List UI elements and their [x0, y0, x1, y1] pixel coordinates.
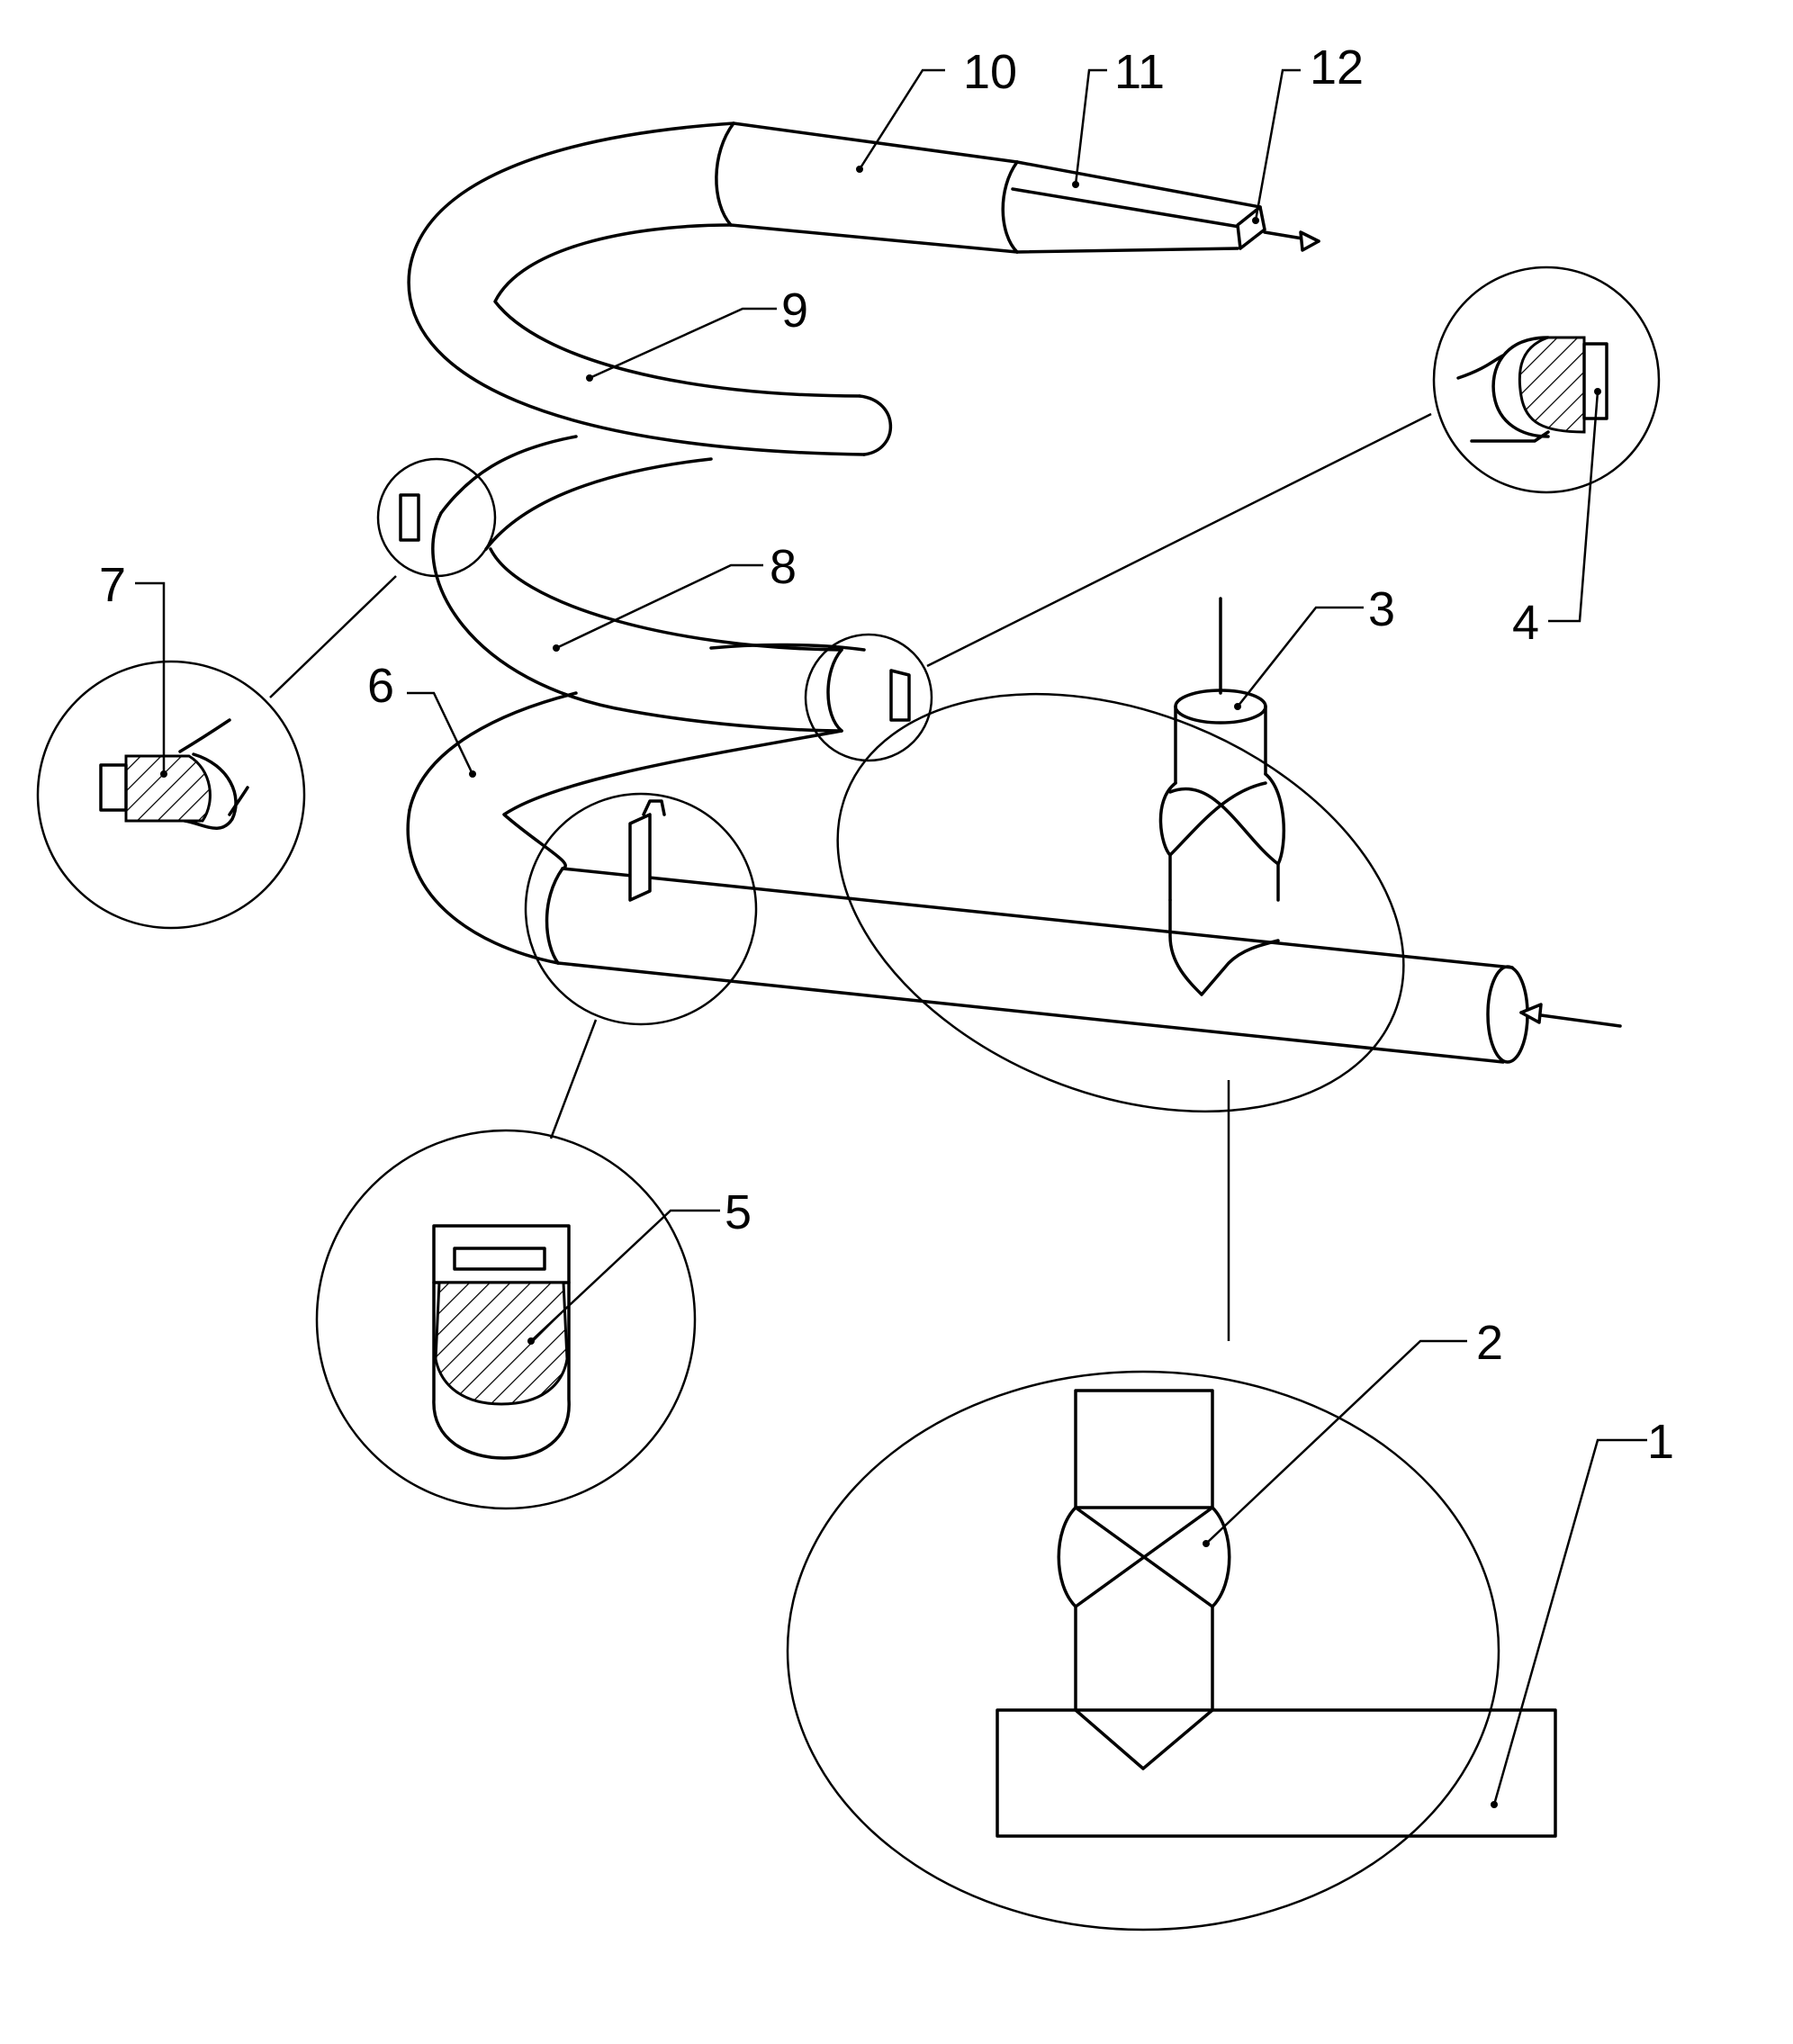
detail-5 — [317, 1130, 695, 1508]
coil-tube — [401, 123, 1620, 1062]
label-11: 11 — [1114, 45, 1165, 99]
label-6: 6 — [367, 659, 394, 713]
label-7: 7 — [99, 558, 126, 612]
label-2: 2 — [1476, 1316, 1503, 1370]
label-12: 12 — [1310, 41, 1364, 95]
branch-pipe — [775, 599, 1465, 1190]
label-1: 1 — [1647, 1415, 1674, 1469]
label-5: 5 — [725, 1185, 752, 1239]
labels: 1 2 3 4 5 6 7 8 9 10 — [99, 41, 1674, 1808]
label-3: 3 — [1368, 582, 1395, 636]
detail-marker-4 — [806, 635, 932, 761]
detail-7 — [38, 662, 304, 928]
label-9: 9 — [781, 284, 808, 338]
label-10: 10 — [963, 45, 1017, 99]
label-8: 8 — [770, 540, 797, 594]
detail-marker-7 — [378, 459, 495, 576]
detail-4 — [1434, 267, 1659, 492]
detail-1-2 — [788, 1372, 1555, 1930]
label-4: 4 — [1512, 596, 1539, 650]
